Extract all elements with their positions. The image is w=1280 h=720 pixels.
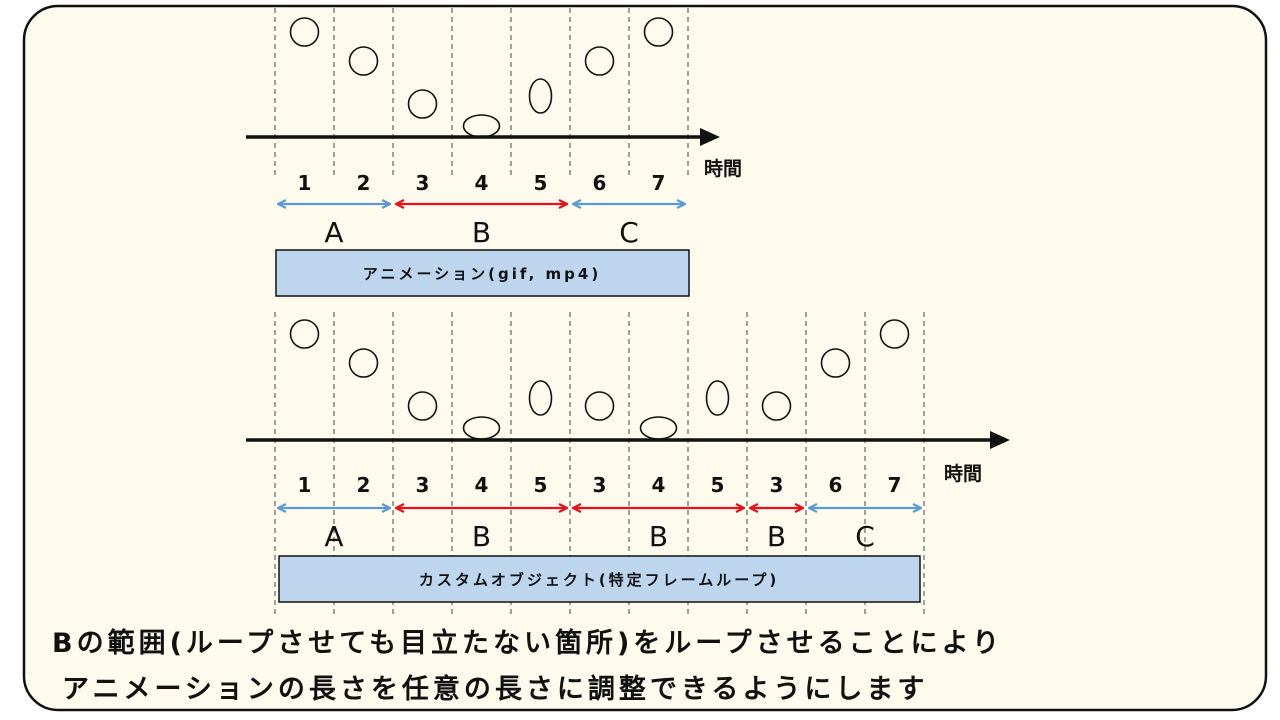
ball-frame-shape bbox=[879, 319, 910, 349]
frame-number: 4 bbox=[475, 171, 489, 195]
frame-number: 3 bbox=[416, 171, 430, 195]
caption-line-2: アニメーションの長さを任意の長さに調整できるようにします bbox=[62, 673, 928, 705]
frame-number: 5 bbox=[711, 473, 725, 497]
segment-label-b: B bbox=[767, 520, 786, 553]
segment-label-b: B bbox=[649, 520, 668, 553]
ball-frame-shape bbox=[348, 348, 379, 378]
bottom-custom-object-bar-label: カスタムオブジェクト(特定フレームループ) bbox=[419, 571, 779, 589]
top-media-bar-label: アニメーション(gif, mp4) bbox=[363, 265, 601, 283]
frame-number: 4 bbox=[475, 473, 489, 497]
top-media-bar bbox=[275, 249, 690, 297]
ball-frame-shape bbox=[584, 46, 615, 76]
frame-number: 6 bbox=[593, 171, 607, 195]
frame-number: 2 bbox=[357, 473, 371, 497]
segment-label-a: A bbox=[324, 216, 343, 249]
frame-number: 3 bbox=[770, 473, 784, 497]
ball-frame-shape bbox=[761, 391, 792, 421]
segment-label-c: C bbox=[855, 520, 875, 553]
top-segment-arrows: A B C bbox=[278, 204, 685, 249]
top-frame-gridlines bbox=[274, 8, 689, 175]
ball-frame-shape bbox=[584, 391, 615, 421]
frame-number: 5 bbox=[534, 171, 548, 195]
frame-number: 1 bbox=[298, 473, 312, 497]
frame-number: 6 bbox=[829, 473, 843, 497]
bottom-custom-object-bar bbox=[278, 555, 921, 603]
ball-frame-shape bbox=[407, 89, 438, 119]
ball-frame-shape bbox=[643, 17, 674, 47]
top-timeline-section: 時間 1 2 3 4 5 6 7 A B C アニメーション(gif, mp4) bbox=[246, 8, 742, 297]
ball-frame-shape bbox=[528, 78, 553, 114]
frame-number: 3 bbox=[593, 473, 607, 497]
frame-number: 2 bbox=[357, 171, 371, 195]
segment-label-c: C bbox=[619, 216, 639, 249]
frame-number: 1 bbox=[298, 171, 312, 195]
bottom-frame-numbers: 1 2 3 4 5 3 4 5 3 6 7 bbox=[298, 473, 902, 497]
ball-frame-shape bbox=[705, 380, 730, 416]
ball-frame-shape bbox=[289, 17, 320, 47]
frame-number: 3 bbox=[416, 473, 430, 497]
bottom-time-label: 時間 bbox=[944, 463, 982, 485]
frame-number: 7 bbox=[652, 171, 666, 195]
background-panel bbox=[22, 4, 1268, 712]
top-frame-numbers: 1 2 3 4 5 6 7 bbox=[298, 171, 666, 195]
bottom-timeline-section: 時間 1 2 3 4 5 3 4 5 3 6 7 A B B B C カスタムオブジェクト(特定フレームルー… bbox=[246, 312, 1010, 615]
ball-frame-shape bbox=[407, 391, 438, 421]
frame-number: 7 bbox=[888, 473, 902, 497]
ball-frame-shape bbox=[348, 46, 379, 76]
top-time-label: 時間 bbox=[704, 158, 742, 180]
top-time-axis-arrowhead bbox=[700, 128, 720, 146]
frame-number: 5 bbox=[534, 473, 548, 497]
segment-label-b: B bbox=[472, 520, 491, 553]
ball-frame-shape bbox=[528, 380, 553, 416]
caption-line-1: Bの範囲(ループさせても目立たない箇所)をループさせることにより bbox=[52, 627, 1003, 659]
segment-label-a: A bbox=[324, 520, 343, 553]
frame-number: 4 bbox=[652, 473, 666, 497]
segment-label-b: B bbox=[472, 216, 491, 249]
bottom-time-axis-arrowhead bbox=[990, 431, 1010, 449]
ball-frame-shape bbox=[820, 348, 851, 378]
ball-frame-shape bbox=[289, 319, 320, 349]
